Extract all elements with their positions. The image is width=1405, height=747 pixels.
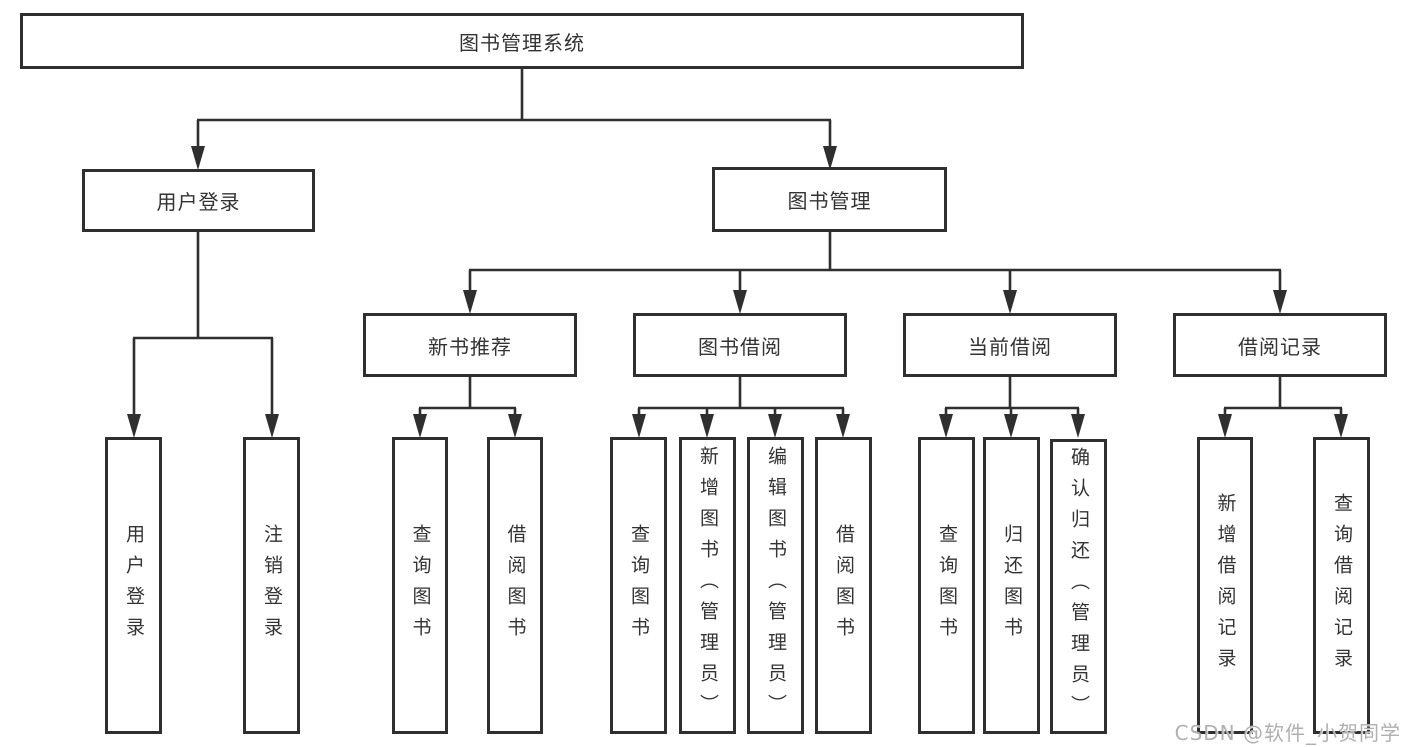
- leaf-query-books-recommend: 查询图书: [392, 437, 448, 734]
- node-borrowing-records: 借阅记录: [1173, 313, 1387, 377]
- leaf-label: 查询借阅记录: [1331, 492, 1353, 679]
- node-current-borrowing: 当前借阅: [903, 313, 1117, 377]
- node-label: 借阅记录: [1238, 334, 1322, 359]
- leaf-label: 查询图书: [936, 523, 958, 648]
- node-label: 用户登录: [156, 190, 241, 214]
- node-label: 图书管理: [787, 189, 872, 213]
- node-label: 新书推荐: [428, 334, 512, 359]
- leaf-label: 确认归还（管理员）: [1068, 447, 1090, 726]
- leaf-label: 归还图书: [1001, 523, 1023, 648]
- leaf-label: 查询图书: [409, 523, 432, 648]
- leaf-query-books-current: 查询图书: [918, 437, 975, 734]
- leaf-label: 新增图书（管理员）: [697, 446, 719, 725]
- leaf-label: 查询图书: [628, 523, 650, 648]
- leaf-borrow-books-borrowing: 借阅图书: [815, 437, 872, 734]
- node-label: 图书借阅: [698, 334, 782, 359]
- leaf-label: 注销登录: [261, 523, 283, 648]
- leaf-borrow-books-recommend: 借阅图书: [487, 437, 543, 734]
- root-node-library-management-system: 图书管理系统: [20, 13, 1024, 69]
- leaf-return-books: 归还图书: [983, 437, 1040, 734]
- leaf-label: 编辑图书（管理员）: [765, 446, 787, 725]
- node-new-book-recommend: 新书推荐: [363, 313, 577, 377]
- leaf-query-books-borrowing: 查询图书: [610, 437, 667, 734]
- root-node-label: 图书管理系统: [459, 30, 585, 55]
- leaf-confirm-return-admin: 确认归还（管理员）: [1050, 439, 1107, 734]
- leaf-logout: 注销登录: [243, 437, 300, 734]
- leaf-label: 借阅图书: [833, 523, 855, 648]
- leaf-label: 新增借阅记录: [1214, 492, 1237, 679]
- leaf-add-borrow-record: 新增借阅记录: [1197, 437, 1253, 734]
- node-book-management: 图书管理: [712, 167, 947, 232]
- leaf-query-borrow-record: 查询借阅记录: [1313, 437, 1370, 734]
- node-user-login: 用户登录: [82, 169, 315, 232]
- node-label: 当前借阅: [968, 334, 1052, 359]
- leaf-label: 用户登录: [123, 523, 145, 648]
- leaf-edit-books-admin: 编辑图书（管理员）: [747, 437, 804, 734]
- leaf-user-login: 用户登录: [105, 437, 162, 734]
- node-book-borrowing: 图书借阅: [633, 313, 847, 377]
- leaf-add-books-admin: 新增图书（管理员）: [679, 437, 736, 734]
- leaf-label: 借阅图书: [504, 523, 527, 648]
- watermark: CSDN @软件_小贺同学: [1174, 721, 1401, 745]
